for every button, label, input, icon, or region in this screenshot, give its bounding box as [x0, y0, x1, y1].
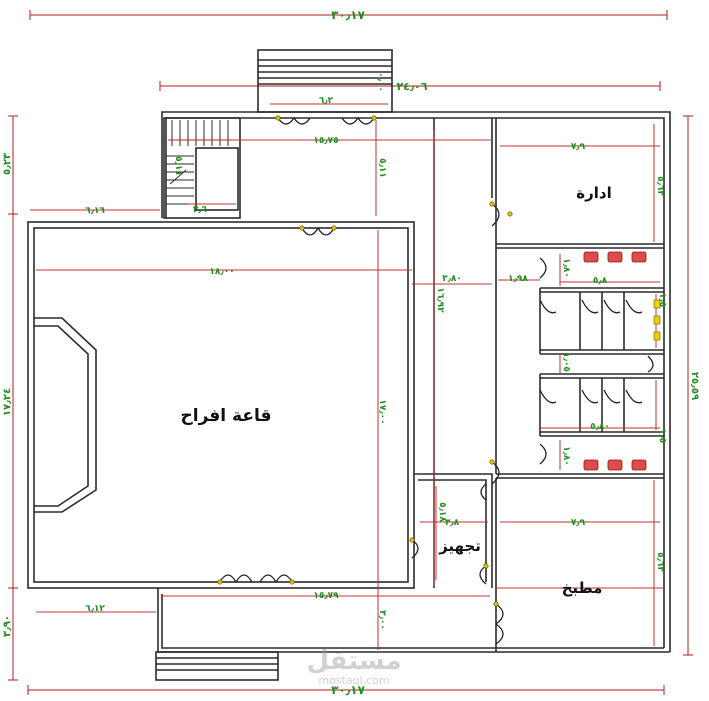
dim-entrance-small: ٠٫٠٠	[375, 72, 385, 92]
watermark-brand: مستقل	[306, 646, 401, 676]
room-label-kitchen: مطبخ	[562, 579, 603, 597]
dim-stair-mid: ٣٫٦	[193, 205, 208, 215]
room-label-hall: قاعة افراح	[181, 406, 272, 426]
room-label-admin: ادارة	[576, 184, 611, 202]
dim-corridor-span: ١٦٫٩٢	[435, 287, 445, 313]
dim-wc-upper: ١٫٨٠	[561, 258, 571, 278]
dim-entrance-width: ٦٫٢	[319, 96, 334, 106]
dim-left-bottom: ٣٫٩٠	[2, 615, 13, 637]
dim-wc-width-top: ٥٫٨	[593, 276, 608, 286]
dimension-labels: ٣٠٫١٧ ٣٠٫١٧ ٢٤٫٠٦ ٦٫٢ ١٥٫٧٥ ١٥٫٧٩ ١٨٫٠٠ …	[2, 8, 700, 697]
dim-top-overall: ٣٠٫١٧	[331, 8, 365, 22]
dim-stair-width: ٦٫١٦	[85, 206, 105, 216]
dim-top-second: ٢٤٫٠٦	[397, 80, 428, 93]
dim-kitchen-width: ٧٫٩	[571, 518, 586, 528]
dim-corridor-top: ١٥٫٧٥	[313, 136, 338, 146]
dim-lobby-width: ١٫٩٨	[508, 274, 528, 284]
dim-prep-height: ٥٫١٨	[437, 502, 447, 522]
dim-bottom-left: ٦٫١٢	[85, 604, 105, 614]
dim-left-mid: ١٧٫٢٤	[2, 388, 13, 416]
sanitary-fixtures	[583, 251, 647, 471]
dim-hall-height: ١٧٫٠٠	[377, 399, 387, 424]
dim-vestibule: ٣٫٨٠	[442, 274, 462, 284]
dim-admin-width: ٧٫٩	[571, 142, 586, 152]
dim-corridor-bottom: ١٥٫٧٩	[313, 591, 339, 601]
outer-dimension-lines	[8, 10, 693, 695]
dim-wc-side-top: ١٫٥	[657, 293, 667, 307]
dim-wc-mid: ١٫٠٥	[561, 352, 571, 372]
dim-corridor-depth-bottom: ٣٫٠٠	[377, 610, 387, 630]
dim-left-top: ٥٫٢٣	[2, 153, 13, 175]
dim-right-overall: ٢٥٫٥٩	[689, 372, 700, 400]
wc-accessories	[653, 299, 661, 341]
doors	[219, 117, 654, 645]
dim-wc-lower: ١٫٨٠	[561, 446, 571, 466]
internal-dimension-lines	[30, 103, 664, 650]
door-hinges	[217, 115, 513, 607]
dim-admin-side: ٥٫٦٢	[655, 176, 665, 196]
dim-prep-width: ٣٫٨	[445, 518, 460, 528]
watermark-url: mostaql.com	[318, 674, 389, 687]
stair-treads	[166, 120, 229, 205]
dim-stair-run: ٥٫١١	[173, 156, 183, 176]
dim-bottom-overall: ٣٠٫١٧	[331, 683, 365, 697]
dim-kitchen-side: ٥٫٦٢	[655, 552, 665, 572]
dim-corridor-depth-top: ٥٫١١	[377, 158, 387, 178]
dim-wc-side-bottom: ١٫٥	[657, 429, 667, 443]
watermark: مستقل mostaql.com	[306, 646, 401, 687]
room-label-prep: تجهيز	[438, 537, 481, 555]
dim-wc-width-bottom: ٥٫٨٠	[590, 422, 610, 432]
dim-hall-width: ١٨٫٠٠	[209, 267, 234, 277]
